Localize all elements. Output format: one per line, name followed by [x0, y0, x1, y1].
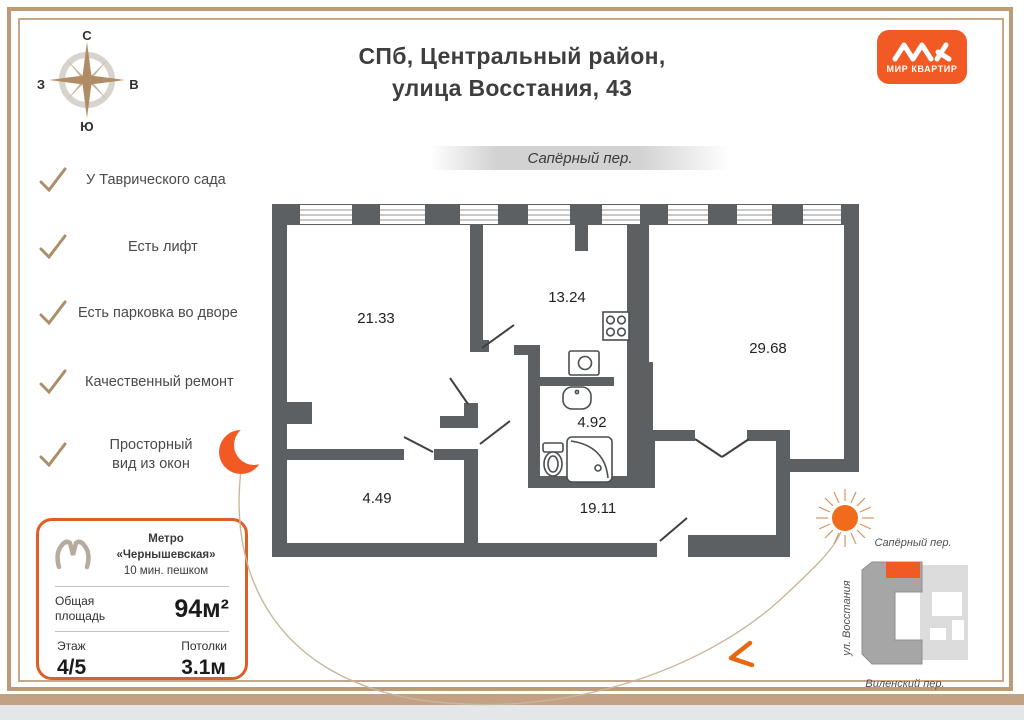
check-icon: [39, 234, 67, 260]
check-icon: [39, 167, 67, 193]
check-icon: [39, 369, 67, 395]
area-row: Общая площадь 94м²: [53, 594, 231, 624]
feature-item: У Таврического сада: [38, 167, 226, 193]
minimap-building-light: [920, 565, 968, 660]
floor-label: Этаж: [57, 639, 86, 653]
feature-label: Качественный ремонт: [85, 374, 234, 390]
feature-item: Есть лифт: [38, 234, 198, 260]
floor-cell: Этаж 4/5: [57, 639, 86, 680]
floor-value: 4/5: [57, 656, 87, 679]
compass-east: В: [129, 77, 138, 92]
floor-ceiling-row: Этаж 4/5 Потолки 3.1м: [53, 639, 231, 680]
street-banner: Сапёрный пер.: [430, 146, 730, 170]
compass-north: С: [82, 28, 92, 43]
frame-inner-border: [18, 18, 1004, 682]
frame-bottom-band: [0, 694, 1024, 705]
floorplan: 21.33 13.24 29.68 4.92 4.49 19.11: [272, 204, 859, 557]
brand-name: МИР КВАРТИР: [886, 64, 958, 74]
check-icon: [39, 300, 67, 326]
feature-label: Есть парковка во дворе: [78, 305, 238, 321]
feature-item: Просторный вид из окон: [38, 436, 206, 474]
info-card: Метро «Чернышевская» 10 мин. пешком Обща…: [36, 518, 248, 680]
mk-zigzag-icon: [892, 42, 952, 62]
feature-item: Качественный ремонт: [38, 369, 234, 395]
area-label: Общая площадь: [55, 594, 106, 623]
sun-path-arc: [238, 469, 842, 706]
minimap-street-top: Сапёрный пер.: [874, 537, 951, 549]
ceiling-cell: Потолки 3.1м: [181, 639, 227, 680]
shower-icon: [566, 436, 613, 483]
title-line1: СПб, Центральный район,: [358, 43, 666, 69]
check-icon: [39, 442, 67, 468]
page-title: СПб, Центральный район, улица Восстания,…: [312, 40, 712, 104]
ceiling-label: Потолки: [181, 639, 227, 653]
room-label-19-11: 19.11: [580, 500, 616, 517]
moon-icon: [219, 425, 274, 474]
arc-arrow-icon: [728, 640, 755, 668]
windows: [300, 205, 841, 224]
room-label-4-92: 4.92: [577, 414, 606, 431]
fixtures: [542, 311, 630, 483]
doors: [403, 324, 750, 542]
room-label-21-33: 21.33: [357, 310, 395, 327]
compass-rose: С В З Ю: [37, 28, 139, 134]
minimap-building: [861, 561, 923, 665]
washer-icon: [568, 350, 600, 376]
room-label-13-24: 13.24: [548, 289, 586, 306]
feature-label: Просторный вид из окон: [109, 437, 193, 472]
metro-row: Метро «Чернышевская» 10 мин. пешком: [53, 531, 231, 579]
minimap-street-left: ул. Восстания: [841, 580, 853, 656]
title-line2: улица Восстания, 43: [391, 75, 633, 101]
room-label-4-49: 4.49: [362, 490, 391, 507]
minimap-highlight-segment: [886, 562, 920, 578]
room-label-29-68: 29.68: [749, 340, 787, 357]
sun-icon: [816, 489, 874, 547]
metro-name: Метро «Чернышевская»: [116, 533, 216, 561]
minimap-street-bottom: Виленский пер.: [865, 678, 944, 690]
metro-logo-icon: [55, 539, 91, 570]
compass-west: З: [37, 77, 45, 92]
frame-outer-border: [7, 7, 1013, 691]
sun-path: [219, 425, 874, 706]
stove-icon: [602, 311, 630, 341]
area-value: 94м²: [174, 594, 229, 623]
minimap: Сапёрный пер. ул. Восстания Виленский пе…: [841, 537, 968, 690]
card-divider: [55, 631, 229, 632]
walls: [272, 204, 859, 557]
bottom-strip: [0, 705, 1024, 720]
compass-south: Ю: [80, 119, 93, 134]
metro-text: Метро «Чернышевская» 10 мин. пешком: [101, 531, 231, 579]
feature-label: Есть лифт: [128, 239, 198, 255]
brand-logo: МИР КВАРТИР: [877, 30, 967, 84]
toilet-icon: [542, 442, 564, 477]
street-banner-label: Сапёрный пер.: [527, 149, 633, 167]
feature-item: Есть парковка во дворе: [38, 300, 238, 326]
metro-walk: 10 мин. пешком: [123, 565, 209, 577]
sink-icon: [562, 386, 592, 410]
feature-label: У Таврического сада: [86, 172, 226, 188]
ceiling-value: 3.1м: [181, 656, 226, 679]
card-divider: [55, 586, 229, 587]
